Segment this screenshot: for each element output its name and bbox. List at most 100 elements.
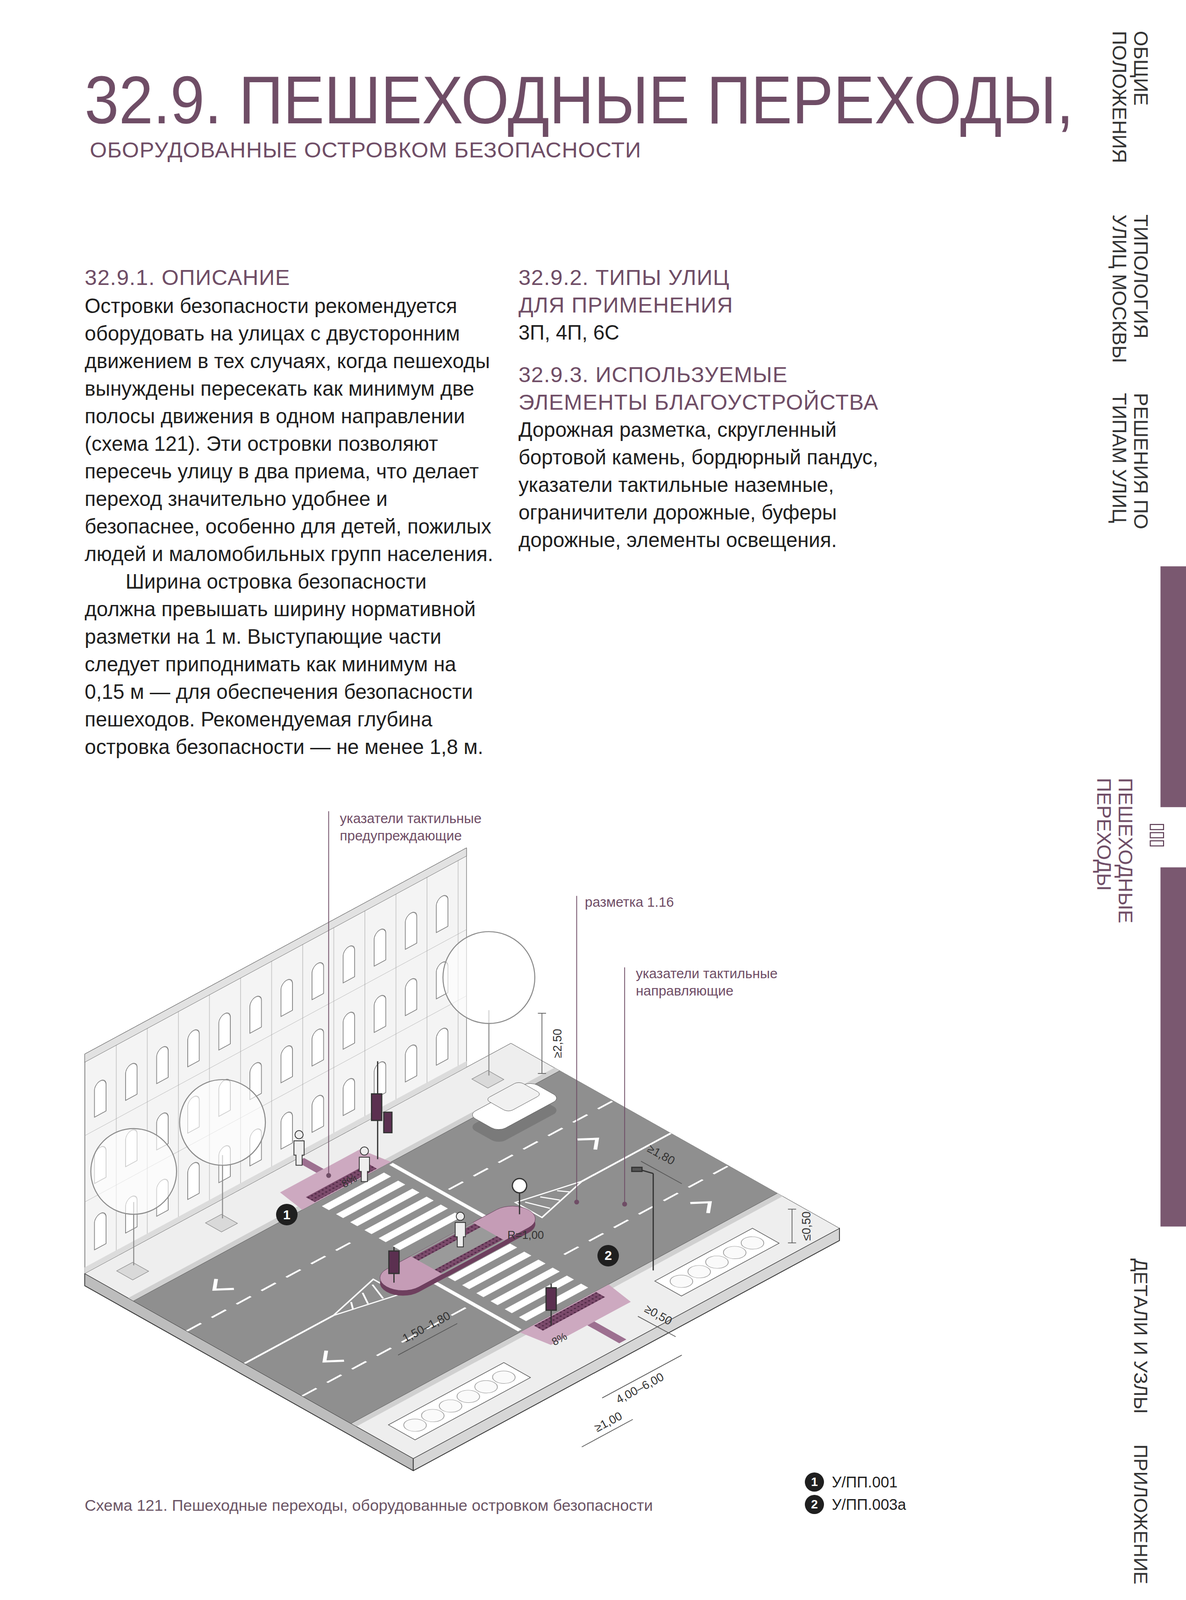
- pedestrian: [455, 1222, 466, 1247]
- street-plan: [345, 1301, 359, 1309]
- street-plan: [319, 1173, 596, 1324]
- page-title: 32.9. ПЕШЕХОДНЫЕ ПЕРЕХОДЫ,: [84, 56, 1074, 143]
- dimension: ≤0,50: [798, 1211, 814, 1241]
- street-plan: [518, 1283, 589, 1321]
- dimension-line: [538, 1012, 547, 1014]
- section-heading: 32.9.3. ИСПОЛЬЗУЕМЫЕ ЭЛЕМЕНТЫ БЛАГОУСТРО…: [518, 360, 882, 416]
- dimension: R=1,00: [507, 1228, 544, 1243]
- dimension-line: [397, 1013, 796, 1447]
- street-plan: [736, 1234, 769, 1252]
- dimension-line: [538, 1072, 547, 1074]
- section-tab-bars: [1160, 566, 1186, 807]
- tree: [90, 931, 535, 1265]
- traffic-light: [371, 1061, 654, 1326]
- leader-label: разметка 1.16: [584, 893, 675, 911]
- traffic-light: [371, 1093, 382, 1121]
- street-plan: [577, 1133, 606, 1150]
- street-plan: [351, 1193, 778, 1424]
- street-plan: [84, 1043, 840, 1459]
- tree: [442, 931, 535, 1024]
- section-tab-bars: [1150, 824, 1164, 846]
- callout-circle: 2: [597, 1244, 619, 1267]
- legend-text: У/ПП.003а: [831, 1494, 907, 1515]
- refuge-island: [370, 1200, 545, 1296]
- refuge-island: [410, 1222, 505, 1274]
- section-tab: ТИПОЛОГИЯ УЛИЦ МОСКВЫ: [1108, 214, 1152, 366]
- figure-caption: Схема 121. Пешеходные переходы, оборудов…: [84, 1495, 653, 1516]
- street-plan: [471, 1070, 504, 1088]
- dimension-line: [640, 1161, 682, 1184]
- street-plan: [587, 1321, 627, 1344]
- building-facade: [84, 847, 467, 1274]
- car: [468, 1080, 562, 1132]
- street-plan: [398, 1234, 769, 1435]
- section-tab-bars: [1150, 566, 1186, 1227]
- refuge-island: [434, 1235, 503, 1273]
- leader-line: [624, 967, 625, 1205]
- body-text: 3П, 4П, 6С: [518, 318, 620, 347]
- section-tab-bars: [1150, 832, 1164, 838]
- dimension-line: [788, 1242, 796, 1244]
- pedestrian: [294, 1130, 303, 1139]
- street-plan: [116, 1262, 149, 1280]
- street-plan: [205, 1278, 235, 1295]
- section-tab: ДЕТАЛИ И УЗЛЫ: [1129, 1258, 1152, 1414]
- callout-number: 2: [604, 1248, 612, 1262]
- section-heading: 32.9.2. ТИПЫ УЛИЦ ДЛЯ ПРИМЕНЕНИЯ: [518, 263, 737, 319]
- callout-number: 1: [283, 1207, 291, 1222]
- dimension: ≥1,00: [591, 1408, 625, 1435]
- section-tab: ПРИЛОЖЕНИЕ: [1129, 1444, 1152, 1584]
- pedestrian: [293, 1140, 305, 1165]
- street-plan: [557, 1187, 570, 1195]
- car: [485, 1080, 543, 1113]
- pedestrian: [456, 1212, 465, 1221]
- building-facade: [84, 1060, 467, 1274]
- body-text: Ширина островка безопасности должна прев…: [84, 567, 498, 761]
- car: [468, 1080, 562, 1144]
- street-plan: [244, 1133, 671, 1364]
- pedestrian: [293, 1130, 466, 1247]
- legend-number: 1: [804, 1472, 825, 1492]
- dimension: ≥2,50: [549, 1028, 565, 1059]
- street-plan: [388, 1362, 531, 1441]
- refuge-island: [370, 1200, 545, 1296]
- street-plan: [355, 1292, 376, 1304]
- section-tab: ОБЩИЕ ПОЛОЖЕНИЯ: [1108, 30, 1152, 167]
- traffic-light: [388, 1250, 399, 1274]
- street-plan: [487, 1368, 520, 1386]
- section-tab: РЕШЕНИЯ ПО ТИПАМ УЛИЦ: [1108, 392, 1152, 562]
- section-tab-bars: [1150, 824, 1164, 830]
- leader-line: [326, 811, 627, 1207]
- traffic-light: [652, 1173, 654, 1271]
- leader-label: указатели тактильные предупреждающие: [340, 809, 485, 845]
- body-text: Островки безопасности рекомендуется обор…: [84, 291, 498, 568]
- subtitle: ОБОРУДОВАННЫЕ ОСТРОВКОМ БЕЗОПАСНОСТИ: [89, 135, 642, 164]
- tree: [179, 1079, 266, 1165]
- street-plan: [690, 1197, 719, 1214]
- car: [485, 1080, 543, 1113]
- traffic-light: [512, 1178, 527, 1194]
- traffic-light: [546, 1287, 557, 1311]
- street-plan: [244, 1315, 334, 1364]
- section-tab-bars: [1160, 867, 1186, 1227]
- traffic-light: [632, 1167, 643, 1172]
- traffic-light: [383, 1112, 392, 1133]
- leader-line: [576, 895, 578, 1202]
- legend-number: 2: [804, 1494, 825, 1515]
- leader-label: указатели тактильные направляющие: [635, 964, 781, 1000]
- section-tab-bars: [1150, 840, 1164, 846]
- leader-line: [622, 1201, 627, 1207]
- leader-line: [326, 1173, 331, 1178]
- section-tab: ПЕШЕХОДНЫЕ ПЕРЕХОДЫ: [1093, 777, 1137, 927]
- street-plan: [304, 1162, 607, 1332]
- street-plan: [564, 1165, 729, 1255]
- street-plan: [84, 1043, 840, 1459]
- body-text: Дорожная разметка, скругленный бортовой …: [518, 415, 922, 554]
- building-facade: [84, 929, 467, 1136]
- section-heading: 32.9.1. ОПИСАНИЕ: [84, 263, 291, 292]
- dimension-line: [541, 1013, 543, 1074]
- dimension-line: [791, 1208, 793, 1243]
- street-plan: [186, 1242, 352, 1331]
